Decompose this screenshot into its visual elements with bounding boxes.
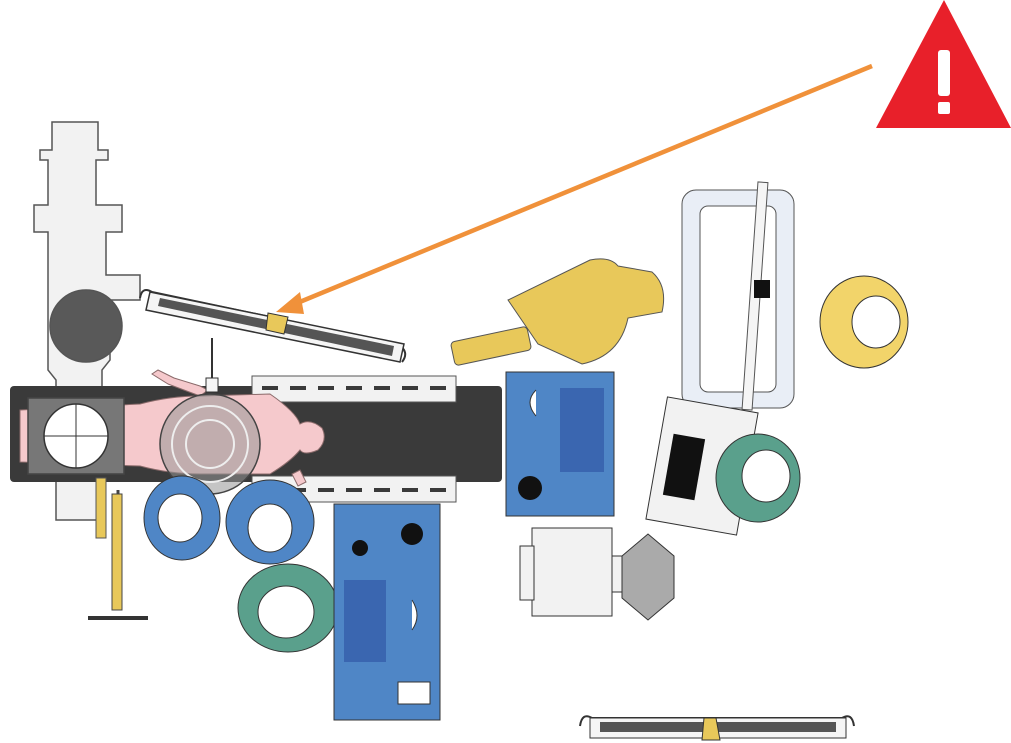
surgical-microscope xyxy=(450,259,663,366)
anesthesia-machine xyxy=(682,182,794,410)
pointer-arrowhead xyxy=(276,292,304,314)
supply-cabinet xyxy=(520,528,674,620)
radiation-shield-bottom xyxy=(580,716,854,740)
anesthesiologist-yellow xyxy=(820,276,908,368)
stereotactic-frame xyxy=(160,338,260,494)
scrub-nurse-green-bottom xyxy=(238,564,338,652)
circulating-nurse-green xyxy=(716,434,800,522)
warning-triangle-icon xyxy=(876,0,1011,128)
instrument-table-right xyxy=(506,372,614,516)
surgeon-blue-2 xyxy=(226,480,314,564)
surgeon-blue-1 xyxy=(144,476,220,560)
radiation-shield-top xyxy=(140,290,405,362)
instrument-table-bottom xyxy=(334,504,440,720)
